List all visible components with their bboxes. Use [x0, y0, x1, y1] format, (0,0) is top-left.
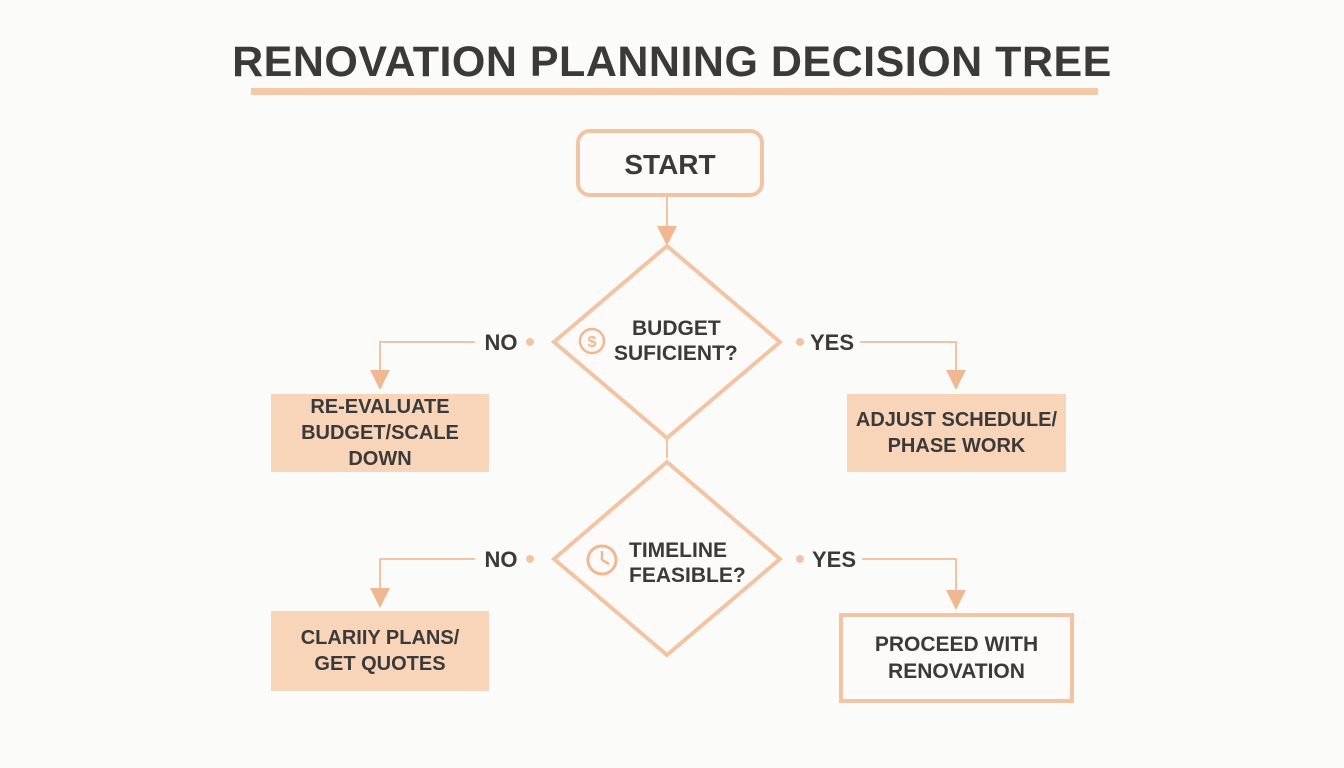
connector-timeline-no: [370, 558, 475, 608]
decision-timeline-shape: [550, 459, 784, 658]
svg-text:$: $: [588, 334, 597, 351]
connector-timeline-yes: [862, 558, 966, 610]
connector-budget-yes: [860, 341, 966, 390]
start-label: START: [624, 149, 716, 180]
decision-budget-shape: [550, 243, 784, 441]
action-budget-no-line1: RE-EVALUATE: [310, 396, 450, 418]
title-underline: [251, 88, 1098, 95]
action-timeline-no-line1: CLARIIY PLANS/: [300, 627, 460, 649]
connector-dot: [526, 338, 534, 346]
action-timeline-no-line2: GET QUOTES: [314, 653, 446, 675]
connector-dot: [526, 555, 534, 563]
action-budget-yes-line2: PHASE WORK: [887, 435, 1026, 457]
decision-timeline-line1: TIMELINE: [629, 539, 727, 562]
decision-budget-label: BUDGET SUFICIENT?: [614, 316, 754, 366]
edge-label-timeline-yes: YES: [811, 547, 857, 572]
start-node: [576, 129, 764, 197]
edge-label-timeline-no: NO: [484, 547, 518, 572]
action-timeline-yes-line1: PROCEED WITH: [874, 633, 1039, 656]
connector-dot: [796, 338, 804, 346]
decision-timeline-label: TIMELINE FEASIBLE?: [629, 538, 769, 588]
action-budget-no: RE-EVALUATE BUDGET/SCALE DOWN: [271, 394, 489, 472]
clock-icon: [586, 544, 618, 576]
action-budget-yes-line1: ADJUST SCHEDULE/: [855, 409, 1058, 431]
dollar-icon: $: [578, 327, 606, 355]
decision-timeline-line2: FEASIBLE?: [629, 564, 746, 587]
diagram-title: RENOVATION PLANNING DECISION TREE: [232, 38, 1112, 86]
decision-budget-line1: BUDGET: [632, 317, 721, 340]
decision-budget-line2: SUFICIENT?: [614, 342, 738, 365]
connector-budget-no: [370, 341, 475, 390]
action-timeline-yes-line2: RENOVATION: [888, 660, 1025, 683]
edge-label-budget-no: NO: [484, 330, 518, 355]
edge-label-budget-yes: YES: [809, 330, 855, 355]
action-budget-yes: ADJUST SCHEDULE/ PHASE WORK: [847, 394, 1066, 472]
action-timeline-no: CLARIIY PLANS/ GET QUOTES: [271, 611, 489, 691]
action-timeline-yes: PROCEED WITH RENOVATION: [839, 613, 1074, 703]
connector-dot: [796, 555, 804, 563]
action-budget-no-line2: BUDGET/SCALE DOWN: [301, 422, 459, 470]
